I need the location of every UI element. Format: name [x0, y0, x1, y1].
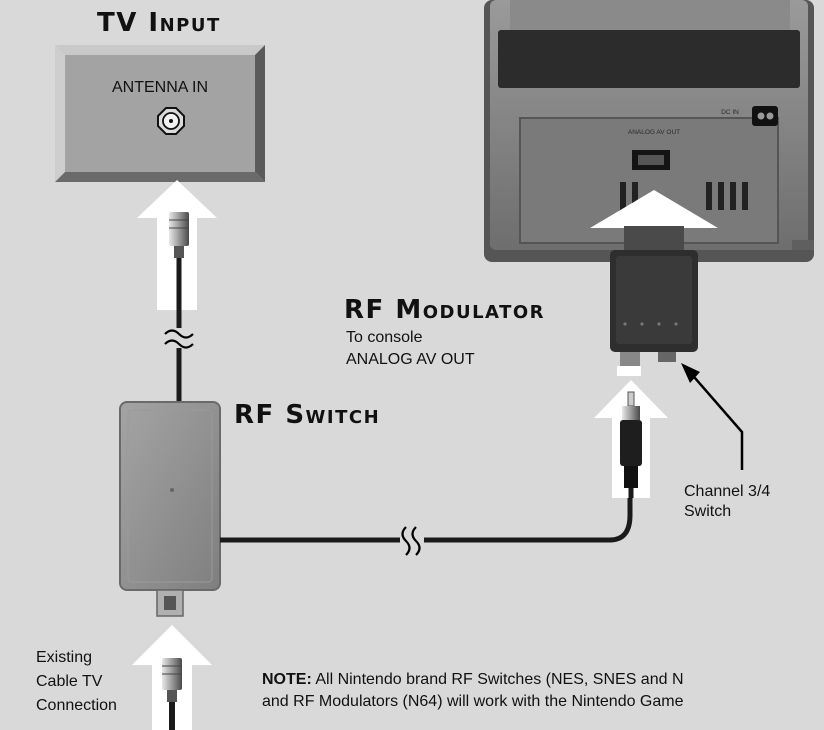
rca-plug	[620, 391, 642, 488]
existing-label-line3: Connection	[36, 697, 117, 714]
modulator-note-line1: To console	[346, 329, 423, 346]
console-av-port-label: ANALOG AV OUT	[628, 129, 680, 136]
coax-plug-bottom	[162, 658, 182, 702]
antenna-port-icon	[157, 107, 185, 135]
tv-input-heading: TV Input	[97, 8, 221, 38]
note-prefix: NOTE:	[262, 671, 312, 688]
rf-switch-heading: RF Switch	[234, 400, 381, 430]
cable-break-icon-2	[400, 526, 424, 556]
existing-label-line2: Cable TV	[36, 673, 103, 690]
rf-modulator-device	[610, 226, 698, 376]
channel-label-line1: Channel 3/4	[684, 483, 771, 500]
pointer-arrowhead	[681, 363, 700, 383]
antenna-in-label: ANTENNA IN	[111, 79, 208, 96]
arrow-to-console	[590, 190, 718, 255]
rf-switch-device	[119, 401, 221, 617]
channel-switch-pointer	[687, 369, 744, 470]
note-line2: and RF Modulators (N64) will work with t…	[262, 693, 684, 710]
note-line1: NOTE: All Nintendo brand RF Switches (NE…	[262, 669, 684, 690]
rf-modulator-heading: RF Modulator	[344, 295, 546, 325]
channel-label-line2: Switch	[684, 503, 732, 520]
game-console: ANALOG AV OUT DC IN	[484, 0, 814, 262]
cable-switch-to-modulator	[220, 420, 633, 543]
tv-input-panel	[55, 45, 265, 182]
coax-plug-top	[169, 212, 189, 258]
console-dc-port-label: DC IN	[721, 109, 739, 116]
dc-in-port-icon	[752, 106, 778, 126]
cable-break-icon	[164, 328, 194, 349]
note-text-line1: All Nintendo brand RF Switches (NES, SNE…	[311, 671, 684, 688]
console-vent	[620, 182, 748, 210]
existing-label-line1: Existing	[36, 649, 93, 666]
modulator-note-line2: ANALOG AV OUT	[346, 351, 475, 368]
